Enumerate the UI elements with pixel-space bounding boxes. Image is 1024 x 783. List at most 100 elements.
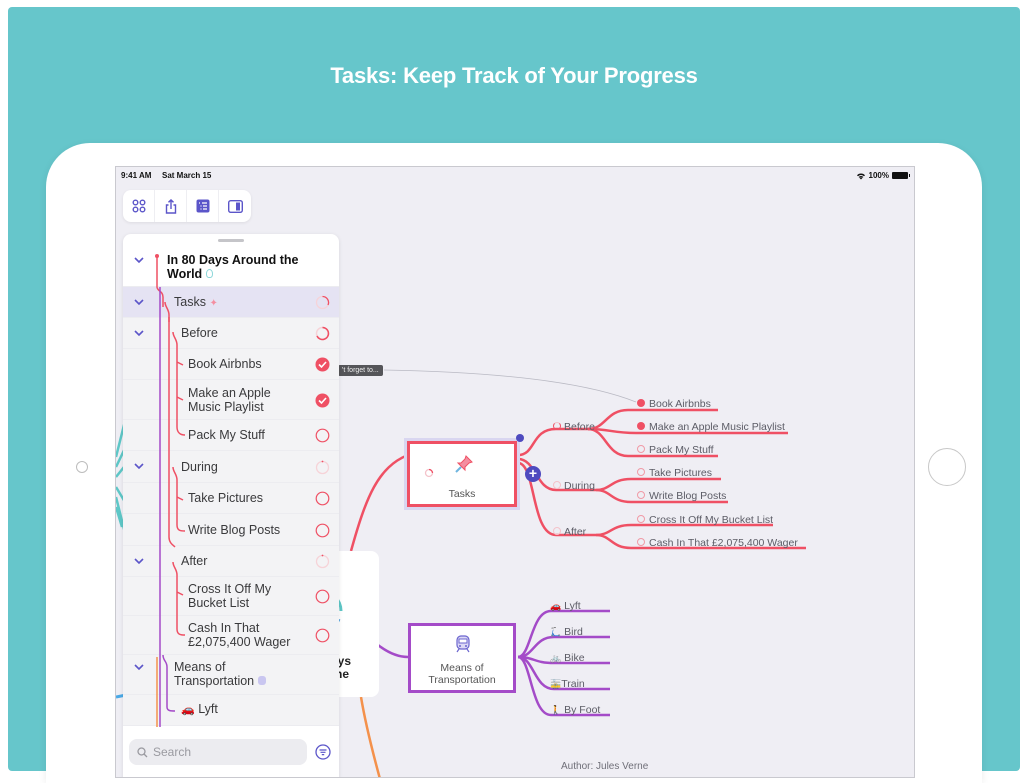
transport-item-bike[interactable]: 🚲 Bike (550, 652, 585, 664)
checkmark-done-icon[interactable] (315, 357, 330, 372)
outline-row-tasks[interactable]: Tasks ✦ (123, 287, 339, 318)
outline-icon (196, 199, 209, 213)
chevron-down-icon[interactable] (133, 555, 145, 567)
tram-emoji-icon: 🚋 (550, 679, 562, 689)
outline-row-task[interactable]: Cash In That £2,075,400 Wager (123, 616, 339, 655)
check-todo-icon (637, 468, 645, 476)
checkbox-empty-icon[interactable] (315, 491, 330, 506)
check-done-icon (637, 399, 645, 407)
outline-row-after[interactable]: After (123, 546, 339, 577)
search-input[interactable]: Search (129, 739, 307, 765)
task-item[interactable]: Cash In That £2,075,400 Wager (637, 537, 798, 549)
sidebar-toggle-button[interactable] (219, 190, 251, 222)
progress-ring-icon (553, 527, 561, 535)
task-item[interactable]: Make an Apple Music Playlist (637, 421, 785, 433)
status-bar: 9:41 AM Sat March 15 100% (116, 167, 914, 185)
outline-view-button[interactable] (187, 190, 219, 222)
outline-row-task[interactable]: Take Pictures (123, 483, 339, 514)
outline-row-task[interactable]: Book Airbnbs (123, 349, 339, 380)
drag-handle[interactable] (218, 239, 244, 242)
check-todo-icon (637, 445, 645, 453)
group-after[interactable]: After (553, 526, 586, 538)
toolbar (123, 190, 251, 222)
chevron-down-icon[interactable] (133, 254, 145, 266)
pin-icon (455, 455, 473, 473)
checkbox-empty-icon[interactable] (315, 428, 330, 443)
camera-dot (76, 461, 88, 473)
chevron-down-icon[interactable] (133, 327, 145, 339)
checkmark-done-icon[interactable] (315, 393, 330, 408)
status-time: 9:41 AM (121, 171, 152, 180)
transport-item-bird[interactable]: 🛴 Bird (550, 626, 583, 638)
home-button (928, 448, 966, 486)
progress-ring-icon[interactable] (315, 460, 330, 475)
task-item[interactable]: Book Airbnbs (637, 398, 711, 410)
outline-row-task[interactable]: Cross It Off My Bucket List (123, 577, 339, 616)
outline-root[interactable]: In 80 Days Around the World (123, 247, 339, 287)
progress-ring-icon[interactable] (315, 554, 330, 569)
bike-emoji-icon: 🚲 (550, 653, 562, 663)
chevron-down-icon[interactable] (133, 296, 145, 308)
check-todo-icon (637, 515, 645, 523)
search-bar: Search (123, 731, 339, 777)
checkbox-empty-icon[interactable] (315, 523, 330, 538)
search-icon (137, 746, 148, 757)
task-item[interactable]: Take Pictures (637, 467, 712, 479)
checkbox-empty-icon[interactable] (315, 589, 330, 604)
check-todo-icon (637, 491, 645, 499)
check-done-icon (637, 422, 645, 430)
add-node-button[interactable]: + (525, 466, 541, 482)
group-during[interactable]: During (553, 480, 595, 492)
grid-icon (132, 199, 145, 213)
chevron-down-icon[interactable] (133, 460, 145, 472)
outline-row-task[interactable]: Write Blog Posts (123, 514, 339, 546)
check-todo-icon (637, 538, 645, 546)
progress-ring-icon (424, 468, 434, 478)
tasks-node[interactable]: Tasks (404, 438, 520, 510)
battery-icon (892, 172, 910, 179)
progress-ring-icon[interactable] (315, 295, 330, 310)
outline-row-transportation[interactable]: Means of Transportation (123, 655, 339, 695)
transport-node[interactable]: Means of Transportation (408, 623, 516, 693)
sidebar-icon (227, 199, 243, 213)
transport-item-by-foot[interactable]: 🚶 By Foot (550, 704, 601, 716)
outline-row-task[interactable]: Pack My Stuff (123, 420, 339, 451)
hierarchy-lines (155, 254, 186, 727)
pin-icon: ✦ (209, 298, 218, 309)
scooter-emoji-icon: 🛴 (550, 627, 562, 637)
outline-row-during[interactable]: During (123, 451, 339, 483)
selection-handle[interactable] (516, 434, 524, 442)
car-emoji-icon: 🚗 (550, 601, 562, 611)
outline-row-lyft[interactable]: 🚗 Lyft (123, 695, 339, 726)
chevron-down-icon[interactable] (133, 661, 145, 673)
status-date: Sat March 15 (162, 171, 212, 180)
transport-item-lyft[interactable]: 🚗 Lyft (550, 600, 581, 612)
outline-row-task[interactable]: Make an Apple Music Playlist (123, 380, 339, 420)
group-before[interactable]: Before (553, 421, 595, 433)
filter-icon[interactable] (315, 744, 331, 760)
search-placeholder: Search (153, 745, 192, 759)
task-item[interactable]: Write Blog Posts (637, 490, 726, 502)
transport-item-train[interactable]: 🚋Train (550, 678, 585, 690)
checkbox-empty-icon[interactable] (315, 628, 330, 643)
share-icon (165, 198, 176, 214)
battery-percent: 100% (868, 171, 889, 180)
wifi-icon (856, 173, 865, 179)
progress-ring-icon[interactable] (315, 326, 330, 341)
outline-sidebar: In 80 Days Around the World Tasks ✦ Befo… (123, 234, 339, 777)
app-screen: 9:41 AM Sat March 15 100% (115, 166, 915, 778)
task-item[interactable]: Cross It Off My Bucket List (637, 514, 773, 526)
headline: Tasks: Keep Track of Your Progress (330, 63, 698, 88)
mindmap-canvas[interactable] (116, 167, 915, 778)
lightbulb-icon (205, 269, 213, 278)
grid-view-button[interactable] (123, 190, 155, 222)
train-icon (257, 676, 266, 685)
walking-emoji-icon: 🚶 (550, 705, 562, 715)
outline-row-before[interactable]: Before (123, 318, 339, 349)
car-emoji-icon: 🚗 (181, 704, 195, 716)
share-button[interactable] (155, 190, 187, 222)
progress-ring-icon (553, 481, 561, 489)
author-label: Author: Jules Verne (561, 761, 649, 772)
train-icon (456, 635, 470, 653)
task-item[interactable]: Pack My Stuff (637, 444, 714, 456)
